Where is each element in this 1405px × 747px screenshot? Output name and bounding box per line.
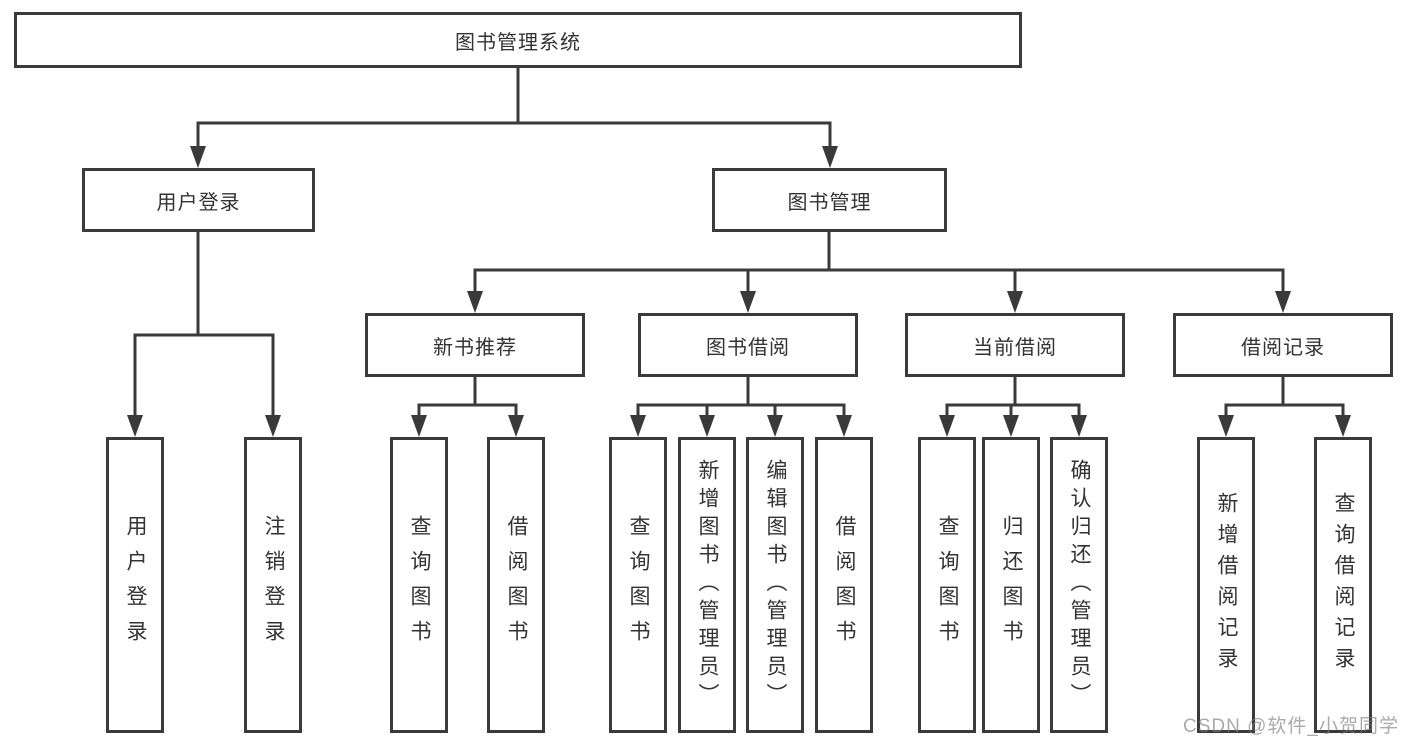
leaf-edit-book-admin-label: 编辑图书（管理员） (764, 459, 787, 711)
node-root: 图书管理系统 (14, 12, 1022, 68)
leaf-query-borrow-record: 查询借阅记录 (1314, 437, 1372, 733)
leaf-user-login: 用户登录 (106, 437, 164, 733)
arrowhead (1003, 415, 1019, 437)
arrowhead (1335, 415, 1351, 437)
leaf-add-borrow-record: 新增借阅记录 (1197, 437, 1255, 733)
node-book-borrow: 图书借阅 (638, 313, 858, 377)
arrowhead (265, 415, 281, 437)
leaf-logout-label: 注销登录 (262, 515, 285, 655)
leaf-borrow-books-label: 借阅图书 (833, 515, 856, 655)
leaf-add-borrow-record-label: 新增借阅记录 (1215, 492, 1238, 678)
leaf-query-books-recommend: 查询图书 (390, 437, 448, 733)
arrowhead (190, 146, 206, 168)
leaf-user-login-label: 用户登录 (124, 515, 147, 655)
node-current-borrow: 当前借阅 (905, 313, 1125, 377)
node-user-login-branch-label: 用户登录 (156, 191, 241, 214)
node-book-management: 图书管理 (712, 168, 947, 232)
leaf-add-book-admin-label: 新增图书（管理员） (696, 459, 719, 711)
node-user-login-branch: 用户登录 (82, 168, 315, 232)
node-book-borrow-label: 图书借阅 (706, 336, 790, 359)
leaf-return-book: 归还图书 (982, 437, 1040, 733)
leaf-edit-book-admin: 编辑图书（管理员） (746, 437, 804, 733)
arrowhead (1071, 415, 1087, 437)
arrowhead (699, 415, 715, 437)
node-new-book-recommend-label: 新书推荐 (433, 336, 517, 359)
watermark: CSDN @软件_小贺同学 (1183, 716, 1399, 737)
node-current-borrow-label: 当前借阅 (973, 336, 1057, 359)
arrowhead (1007, 291, 1023, 313)
leaf-add-book-admin: 新增图书（管理员） (678, 437, 736, 733)
leaf-logout: 注销登录 (244, 437, 302, 733)
arrowhead (1218, 415, 1234, 437)
leaf-query-books-current-label: 查询图书 (936, 515, 959, 655)
arrowhead (630, 415, 646, 437)
leaf-query-books-borrow-label: 查询图书 (627, 515, 650, 655)
leaf-borrow-books-recommend: 借阅图书 (487, 437, 545, 733)
leaf-return-book-label: 归还图书 (1000, 515, 1023, 655)
arrowhead (127, 415, 143, 437)
leaf-query-books-recommend-label: 查询图书 (408, 515, 431, 655)
leaf-confirm-return-admin: 确认归还（管理员） (1050, 437, 1108, 733)
leaf-query-books-current: 查询图书 (918, 437, 976, 733)
arrowhead (767, 415, 783, 437)
leaf-query-borrow-record-label: 查询借阅记录 (1332, 492, 1355, 678)
arrowhead (740, 291, 756, 313)
arrowhead (467, 291, 483, 313)
arrowhead (1275, 291, 1291, 313)
arrowhead (411, 415, 427, 437)
leaf-confirm-return-admin-label: 确认归还（管理员） (1068, 459, 1091, 711)
arrowhead (508, 415, 524, 437)
leaf-query-books-borrow: 查询图书 (609, 437, 667, 733)
node-root-label: 图书管理系统 (455, 31, 581, 54)
arrowhead (836, 415, 852, 437)
arrowhead (939, 415, 955, 437)
arrowhead (822, 146, 838, 168)
node-book-management-label: 图书管理 (787, 191, 872, 214)
leaf-borrow-books-recommend-label: 借阅图书 (505, 515, 528, 655)
node-new-book-recommend: 新书推荐 (365, 313, 585, 377)
node-borrow-records: 借阅记录 (1173, 313, 1393, 377)
leaf-borrow-books: 借阅图书 (815, 437, 873, 733)
node-borrow-records-label: 借阅记录 (1241, 336, 1325, 359)
